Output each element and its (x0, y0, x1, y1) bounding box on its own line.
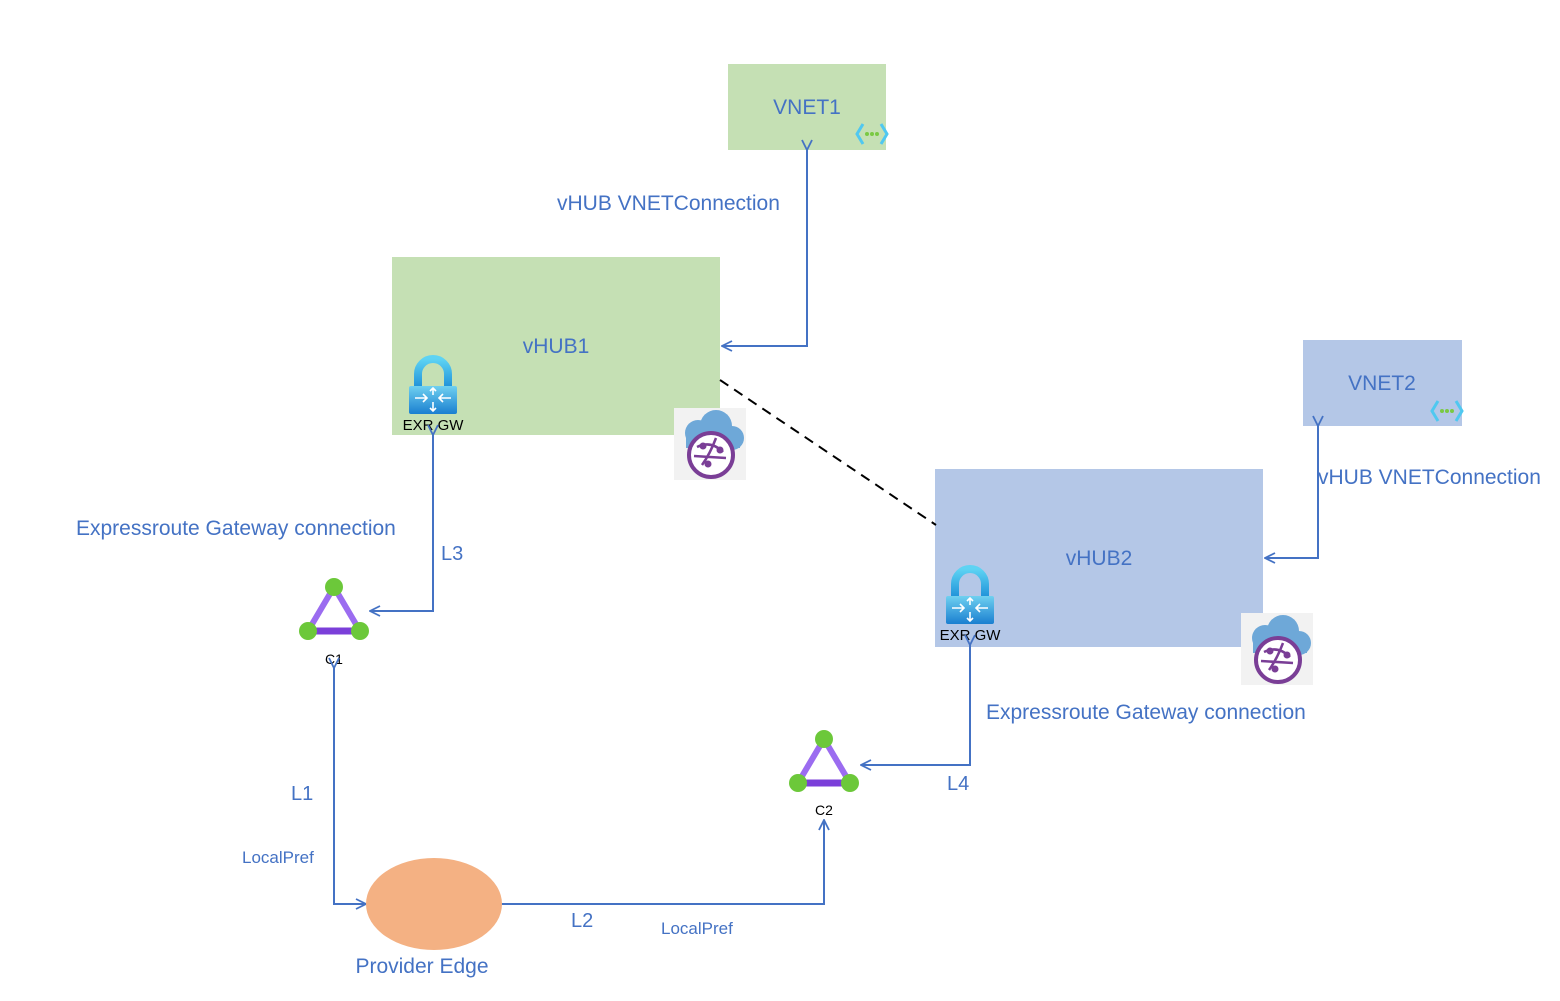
expressroute-circuit-icon (299, 578, 369, 640)
l2-localpref-label: LocalPref (661, 919, 733, 938)
expressroute-circuit-icon (789, 730, 859, 792)
vnet2-label: VNET2 (1348, 372, 1416, 395)
vhub2-gateway-label: EXR GW (940, 627, 1002, 644)
vhub1-label: vHUB1 (523, 335, 590, 358)
vhub2-label: vHUB2 (1066, 547, 1133, 570)
l4-connection-line (861, 645, 970, 765)
l1-label: L1 (291, 783, 313, 805)
hub-to-hub-link (719, 379, 937, 526)
vnet1-connection-line (722, 150, 807, 346)
l3-connection-line (370, 435, 433, 611)
provider-edge-node (366, 858, 502, 950)
vnet1-label: VNET1 (773, 96, 841, 119)
vnet2-box (1303, 340, 1462, 426)
c1-label: C1 (325, 651, 343, 667)
provider-edge-label: Provider Edge (355, 955, 488, 978)
l2-label: L2 (571, 910, 593, 932)
vnet2-connection-line (1265, 426, 1318, 558)
er-gateway-connection-2-label: Expressroute Gateway connection (986, 701, 1306, 724)
virtual-wan-cloud-icon (1239, 611, 1315, 687)
l2-connection-line (501, 820, 824, 904)
vnet1-connection-label: vHUB VNETConnection (557, 192, 780, 215)
l1-connection-line (334, 668, 366, 904)
l1-localpref-label: LocalPref (242, 848, 314, 867)
l3-label: L3 (441, 543, 463, 565)
c2-label: C2 (815, 802, 833, 818)
l4-label: L4 (947, 773, 969, 795)
vhub1-gateway-label: EXR GW (403, 417, 465, 434)
er-gateway-connection-1-label: Expressroute Gateway connection (76, 517, 396, 540)
virtual-wan-cloud-icon (672, 406, 748, 482)
vnet2-connection-label: vHUB VNETConnection (1318, 466, 1541, 489)
